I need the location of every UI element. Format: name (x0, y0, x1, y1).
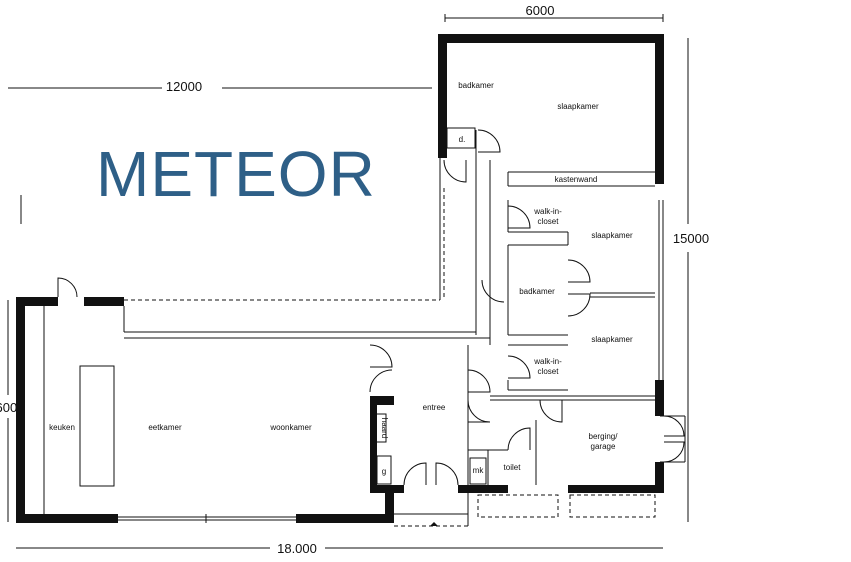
room-badkamer-top: badkamer (458, 81, 494, 90)
room-eetkamer: eetkamer (148, 423, 182, 432)
room-toilet: toilet (504, 463, 522, 472)
room-slaapkamer-mid: slaapkamer (591, 231, 633, 240)
room-d: d. (459, 135, 466, 144)
room-berging-line1: berging/ (589, 432, 619, 441)
room-walkin-top-line2: closet (538, 217, 560, 226)
room-walkin-low-line1: walk-in- (533, 357, 562, 366)
room-walkin-low-line2: closet (538, 367, 560, 376)
room-keuken: keuken (49, 423, 75, 432)
dimension-lines (7, 14, 689, 549)
room-woonkamer: woonkamer (269, 423, 312, 432)
interior-lines (43, 37, 686, 527)
room-walkin-top-line1: walk-in- (533, 207, 562, 216)
room-berging-line2: garage (591, 442, 616, 451)
meteor-logo: METEOR (96, 138, 376, 210)
room-mk: mk (473, 466, 485, 475)
doors (57, 129, 685, 486)
room-slaapkamer-top: slaapkamer (557, 102, 599, 111)
room-haard: haard (380, 418, 389, 438)
room-g: g (382, 467, 386, 476)
entrance-arrow-icon (430, 522, 438, 526)
top-width-label: 6000 (526, 3, 555, 18)
room-slaapkamer-low: slaapkamer (591, 335, 633, 344)
upper-length-label: 12000 (166, 79, 202, 94)
right-height-label: 15000 (673, 231, 709, 246)
room-kastenwand: kastenwand (555, 175, 598, 184)
room-entree: entree (423, 403, 446, 412)
room-badkamer-mid: badkamer (519, 287, 555, 296)
bottom-width-label: 18.000 (277, 541, 317, 556)
